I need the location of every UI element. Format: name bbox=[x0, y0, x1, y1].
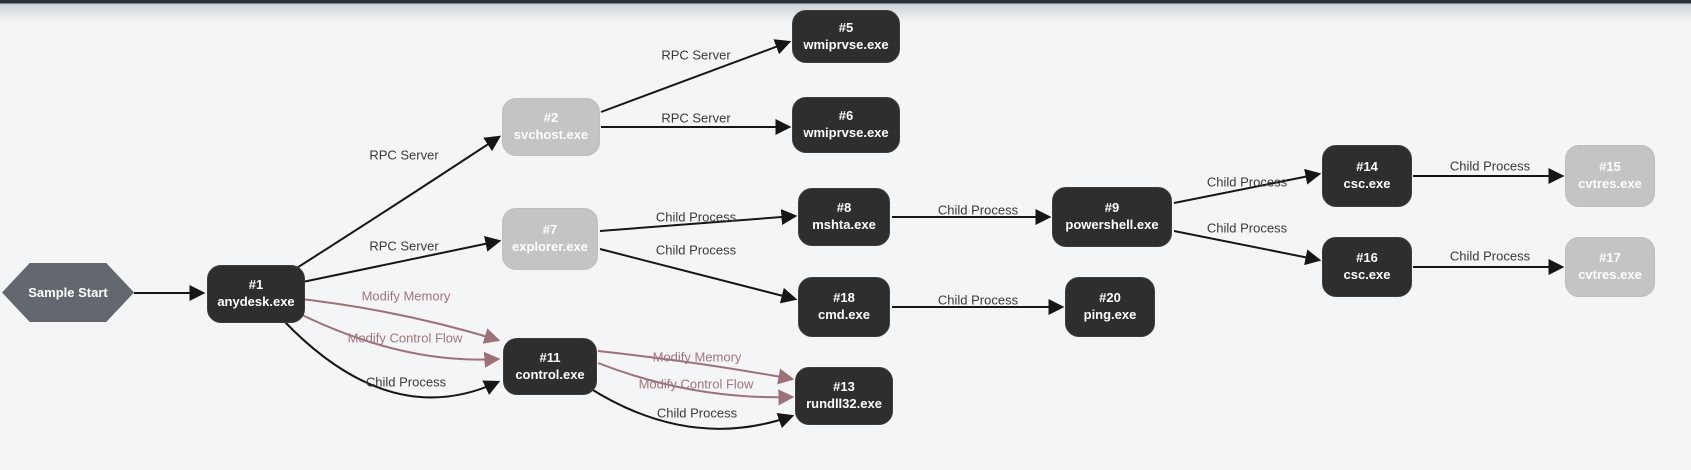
process-id: #1 bbox=[248, 277, 264, 293]
process-name: cvtres.exe bbox=[1578, 267, 1642, 282]
process-id: #20 bbox=[1099, 290, 1121, 306]
process-node-13-rundll32[interactable]: #13 rundll32.exe bbox=[795, 367, 893, 425]
edge-1-to-2-rpc bbox=[291, 135, 502, 272]
process-id: #8 bbox=[836, 200, 852, 216]
edge-label-child-process: Child Process bbox=[365, 374, 447, 390]
edge-label-rpc-server: RPC Server bbox=[369, 238, 439, 254]
process-id: #5 bbox=[838, 19, 854, 35]
edge-11-to-13-modify-memory bbox=[597, 350, 795, 385]
process-node-8-mshta[interactable]: #8 mshta.exe bbox=[798, 188, 890, 246]
edge-1-to-11-child bbox=[282, 319, 501, 399]
edge-9-to-14-child bbox=[1173, 168, 1322, 204]
process-name: powershell.exe bbox=[1065, 217, 1159, 232]
edge-label-rpc-server: RPC Server bbox=[661, 47, 731, 63]
process-name: mshta.exe bbox=[812, 217, 876, 232]
edge-label-rpc-server: RPC Server bbox=[369, 147, 439, 163]
process-name: svchost.exe bbox=[513, 127, 589, 142]
process-node-5-wmiprvse[interactable]: #5 wmiprvse.exe bbox=[792, 10, 900, 63]
process-id: #18 bbox=[833, 290, 855, 306]
edge-7-to-18-child bbox=[599, 248, 798, 304]
edge-label-child-process: Child Process bbox=[655, 209, 737, 225]
process-name: wmiprvse.exe bbox=[803, 125, 889, 140]
edge-label-modify-memory: Modify Memory bbox=[652, 349, 742, 365]
process-id: #9 bbox=[1104, 200, 1120, 216]
edge-1-to-7-rpc bbox=[292, 235, 502, 285]
process-id: #7 bbox=[542, 222, 558, 238]
process-name: csc.exe bbox=[1343, 176, 1391, 191]
edge-label-modify-control-flow: Modify Control Flow bbox=[347, 330, 463, 346]
process-name: anydesk.exe bbox=[217, 294, 295, 309]
process-node-14-csc[interactable]: #14 csc.exe bbox=[1322, 145, 1412, 207]
process-node-1-anydesk[interactable]: #1 anydesk.exe bbox=[207, 265, 305, 323]
process-node-15-cvtres[interactable]: #15 cvtres.exe bbox=[1565, 145, 1655, 207]
edge-label-child-process: Child Process bbox=[937, 292, 1019, 308]
process-id: #16 bbox=[1356, 250, 1378, 266]
edge-1-to-11-modify-memory bbox=[292, 297, 501, 344]
process-id: #6 bbox=[838, 108, 854, 124]
process-name: wmiprvse.exe bbox=[803, 36, 889, 52]
process-node-17-cvtres[interactable]: #17 cvtres.exe bbox=[1565, 237, 1655, 297]
process-id: #13 bbox=[833, 379, 855, 395]
process-name: control.exe bbox=[515, 366, 585, 382]
process-name: explorer.exe bbox=[512, 239, 588, 254]
process-id: #15 bbox=[1599, 159, 1621, 175]
process-node-11-control[interactable]: #11 control.exe bbox=[503, 338, 597, 395]
process-node-7-explorer[interactable]: #7 explorer.exe bbox=[502, 208, 598, 270]
edge-label-child-process: Child Process bbox=[1206, 174, 1288, 190]
edge-label-modify-memory: Modify Memory bbox=[361, 288, 451, 304]
process-name: cvtres.exe bbox=[1578, 176, 1642, 191]
edge-label-rpc-server: RPC Server bbox=[661, 110, 731, 126]
process-id: #17 bbox=[1599, 250, 1621, 266]
edge-label-child-process: Child Process bbox=[1206, 220, 1288, 236]
process-name: cmd.exe bbox=[817, 307, 871, 322]
edge-label-child-process: Child Process bbox=[656, 405, 738, 421]
process-node-20-ping[interactable]: #20 ping.exe bbox=[1065, 277, 1155, 337]
edge-9-to-16-child bbox=[1173, 230, 1322, 266]
edge-label-child-process: Child Process bbox=[1449, 158, 1531, 174]
edge-1-to-11-modify-control-flow bbox=[289, 308, 501, 368]
process-node-18-cmd[interactable]: #18 cmd.exe bbox=[798, 277, 890, 337]
process-name: ping.exe bbox=[1083, 307, 1137, 322]
process-node-16-csc[interactable]: #16 csc.exe bbox=[1322, 237, 1412, 297]
edge-7-to-8-child bbox=[599, 209, 798, 232]
process-id: #2 bbox=[543, 110, 559, 126]
process-node-9-powershell[interactable]: #9 powershell.exe bbox=[1052, 187, 1172, 247]
sample-start-label: Sample Start bbox=[28, 285, 108, 300]
process-id: #14 bbox=[1356, 159, 1378, 175]
edge-label-modify-control-flow: Modify Control Flow bbox=[638, 376, 754, 392]
edge-11-to-13-modify-control-flow bbox=[597, 362, 795, 406]
edge-2-to-5-rpc bbox=[600, 39, 792, 113]
edge-label-child-process: Child Process bbox=[655, 242, 737, 258]
process-node-2-svchost[interactable]: #2 svchost.exe bbox=[502, 98, 600, 156]
process-name: rundll32.exe bbox=[806, 396, 882, 411]
process-id: #11 bbox=[539, 349, 561, 365]
edge-11-to-13-child bbox=[587, 386, 795, 430]
process-name: csc.exe bbox=[1343, 267, 1391, 282]
process-node-6-wmiprvse[interactable]: #6 wmiprvse.exe bbox=[792, 97, 900, 153]
edge-label-child-process: Child Process bbox=[1449, 248, 1531, 264]
edge-label-child-process: Child Process bbox=[937, 202, 1019, 218]
sample-start-node[interactable]: Sample Start bbox=[2, 263, 134, 322]
